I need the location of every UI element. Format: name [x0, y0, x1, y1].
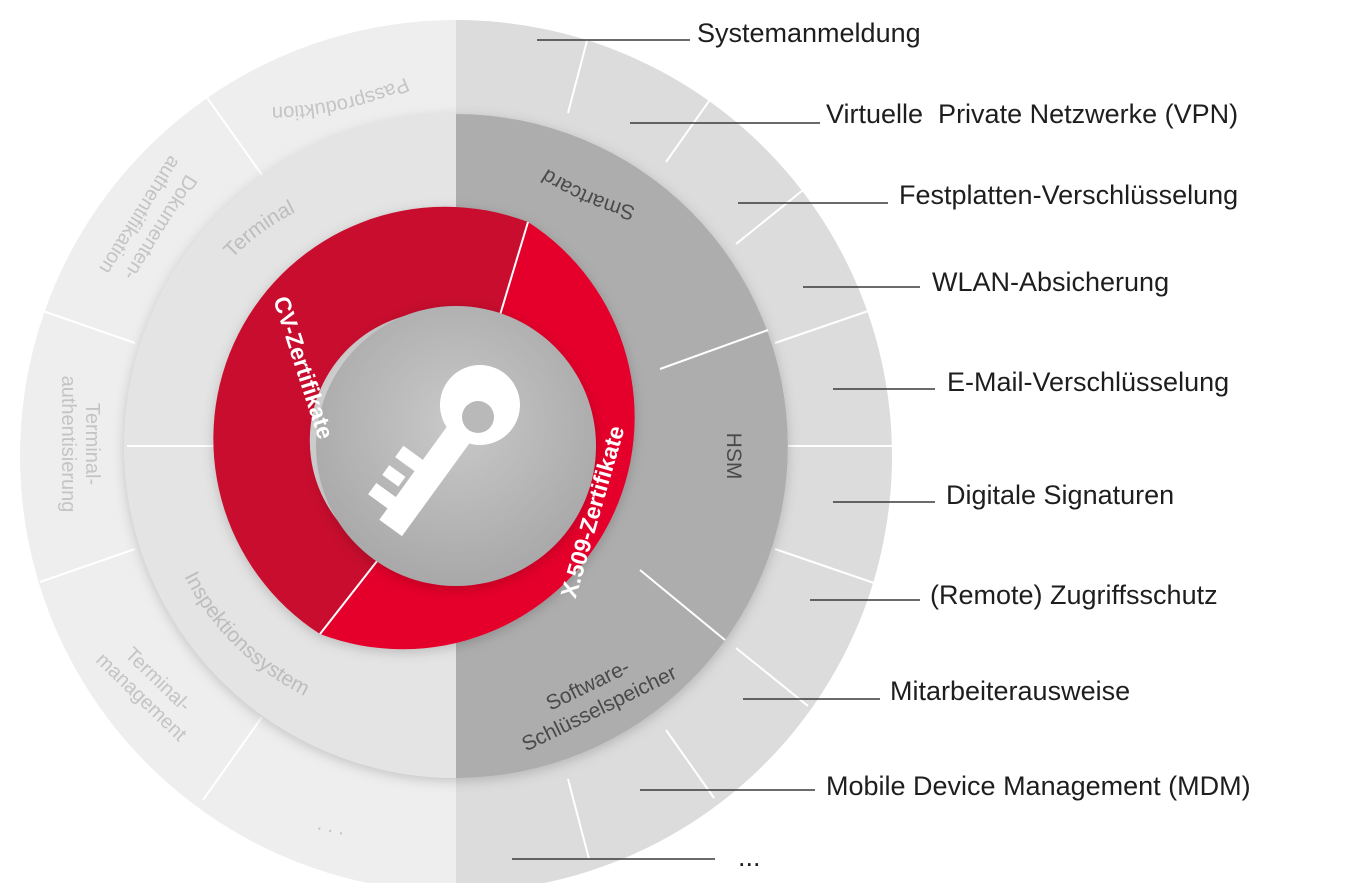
outer-termauth-line1: Terminal- [81, 403, 103, 485]
certificate-dividers [319, 221, 529, 635]
app-label-signaturen: Digitale Signaturen [946, 480, 1174, 510]
middle-ring-dividers [127, 329, 769, 641]
app-label-wlan: WLAN-Absicherung [932, 267, 1169, 297]
cv-certificate-segment [213, 206, 528, 634]
application-leader-lines [512, 39, 935, 860]
app-label-mitarbeiterausweise: Mitarbeiterausweise [890, 676, 1130, 706]
outer-ring-dividers [39, 32, 892, 860]
app-label-zugriffsschutz: (Remote) Zugriffsschutz [930, 580, 1218, 610]
outer-termauth-line2: authentisierung [57, 376, 79, 513]
key-hole [462, 401, 494, 433]
app-label-more: ... [738, 842, 761, 872]
storage-hsm-label: HSM [722, 433, 745, 480]
app-label-mdm: Mobile Device Management (MDM) [826, 771, 1251, 801]
outer-termauth-label: Terminal- authentisierung [57, 376, 103, 513]
app-label-vpn: Virtuelle Private Netzwerke (VPN) [826, 99, 1238, 129]
key-icon [368, 364, 520, 537]
app-label-systemanmeldung: Systemanmeldung [697, 18, 921, 48]
app-label-festplatten: Festplatten-Verschlüsselung [899, 180, 1238, 210]
application-labels: Systemanmeldung Virtuelle Private Netzwe… [697, 18, 1251, 872]
app-label-email: E-Mail-Verschlüsselung [947, 367, 1229, 397]
